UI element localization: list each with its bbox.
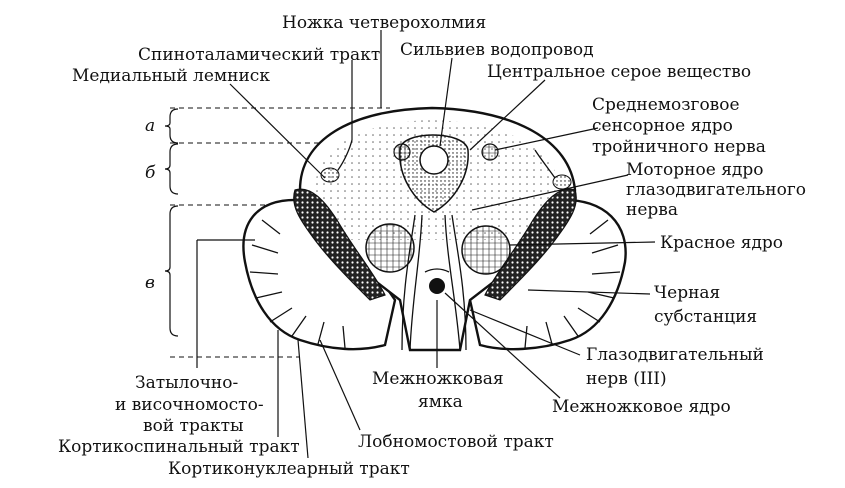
crus-cerebri bbox=[242, 198, 627, 351]
label-oculomotor-nerve-1: Глазодвигательный bbox=[586, 345, 764, 365]
substantia-nigra-left bbox=[293, 188, 386, 301]
label-cerebral-peduncle: Ножка четверохолмия bbox=[282, 13, 486, 33]
label-occipitotemporopontine-3: вой тракты bbox=[143, 416, 244, 436]
label-trigeminal-2: сенсорное ядро bbox=[592, 116, 733, 136]
label-corticospinal-tract: Кортикоспинальный тракт bbox=[58, 437, 300, 457]
red-nucleus-left bbox=[365, 223, 415, 273]
label-oculomotor-nerve-2: нерв (III) bbox=[586, 369, 667, 389]
label-oculomotor-nucleus-2: глазодвигательного bbox=[626, 180, 806, 200]
label-substantia-nigra-1: Черная bbox=[654, 283, 720, 303]
segment-a: а bbox=[145, 116, 155, 136]
label-trigeminal-1: Среднемозговое bbox=[592, 95, 740, 115]
aqueduct bbox=[419, 145, 449, 175]
label-oculomotor-nucleus-1: Моторное ядро bbox=[626, 160, 764, 180]
trigeminal-nucleus-right bbox=[481, 143, 499, 161]
label-aqueduct: Сильвиев водопровод bbox=[400, 40, 594, 60]
segment-b: б bbox=[145, 163, 156, 183]
label-substantia-nigra-2: субстанция bbox=[654, 307, 757, 327]
oculomotor-fibres bbox=[401, 214, 467, 351]
label-central-gray: Центральное серое вещество bbox=[487, 62, 751, 82]
spinothalamic-left bbox=[320, 167, 340, 183]
spinothalamic-right bbox=[552, 174, 572, 190]
label-frontopontine-tract: Лобномостовой тракт bbox=[358, 432, 554, 452]
label-trigeminal-3: тройничного нерва bbox=[592, 137, 766, 157]
label-medial-lemniscus: Медиальный лемниск bbox=[72, 66, 270, 86]
label-corticonuclear-tract: Кортиконуклеарный тракт bbox=[168, 459, 410, 479]
label-interpeduncular-nucleus: Межножковое ядро bbox=[552, 397, 731, 417]
trigeminal-nucleus-left bbox=[393, 143, 411, 161]
red-nucleus-right bbox=[461, 225, 511, 275]
label-red-nucleus: Красное ядро bbox=[660, 233, 783, 253]
label-occipitotemporopontine-1: Затылочно- bbox=[135, 373, 238, 393]
segment-brackets bbox=[164, 107, 390, 358]
interpeduncular-nucleus bbox=[429, 278, 445, 294]
label-oculomotor-nucleus-3: нерва bbox=[626, 200, 678, 220]
leader-lines bbox=[196, 30, 656, 459]
label-interpeduncular-fossa-2: ямка bbox=[418, 392, 463, 412]
label-spinothalamic-tract: Спиноталамический тракт bbox=[138, 45, 380, 65]
segment-v: в bbox=[145, 273, 155, 293]
label-interpeduncular-fossa-1: Межножковая bbox=[372, 369, 504, 389]
label-occipitotemporopontine-2: и височномосто- bbox=[115, 395, 264, 415]
